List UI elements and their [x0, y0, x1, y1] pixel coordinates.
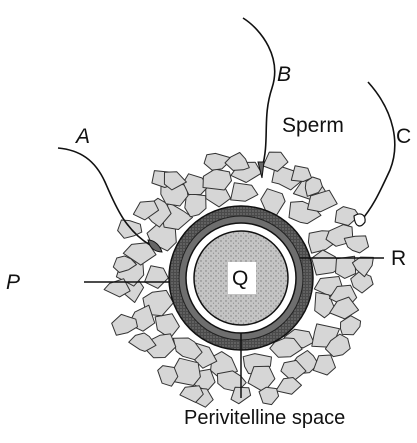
label-sperm: Sperm [282, 114, 344, 137]
follicle-cell [276, 378, 302, 395]
follicle-cell [344, 236, 368, 253]
label-b: B [277, 63, 291, 86]
sperm-c-tail [360, 82, 395, 222]
label-q: Q [232, 267, 248, 290]
follicle-cell [158, 366, 178, 387]
follicle-cell [336, 256, 356, 278]
follicle-cell [203, 169, 232, 190]
follicle-cell [145, 266, 169, 289]
follicle-cell [173, 338, 202, 360]
follicle-cell [185, 194, 206, 217]
follicle-cell [259, 387, 279, 404]
follicle-cell [225, 153, 249, 171]
label-perivitelline-space: Perivitelline space [184, 407, 345, 429]
label-a: A [74, 125, 90, 148]
sperm-b-tail [243, 18, 275, 168]
label-c: C [396, 125, 411, 148]
follicle-cell [313, 355, 335, 375]
follicle-cell [291, 166, 311, 182]
sperm-c-head [354, 214, 365, 226]
label-r: R [391, 247, 406, 270]
follicle-cell [231, 183, 258, 201]
label-p: P [6, 271, 20, 294]
